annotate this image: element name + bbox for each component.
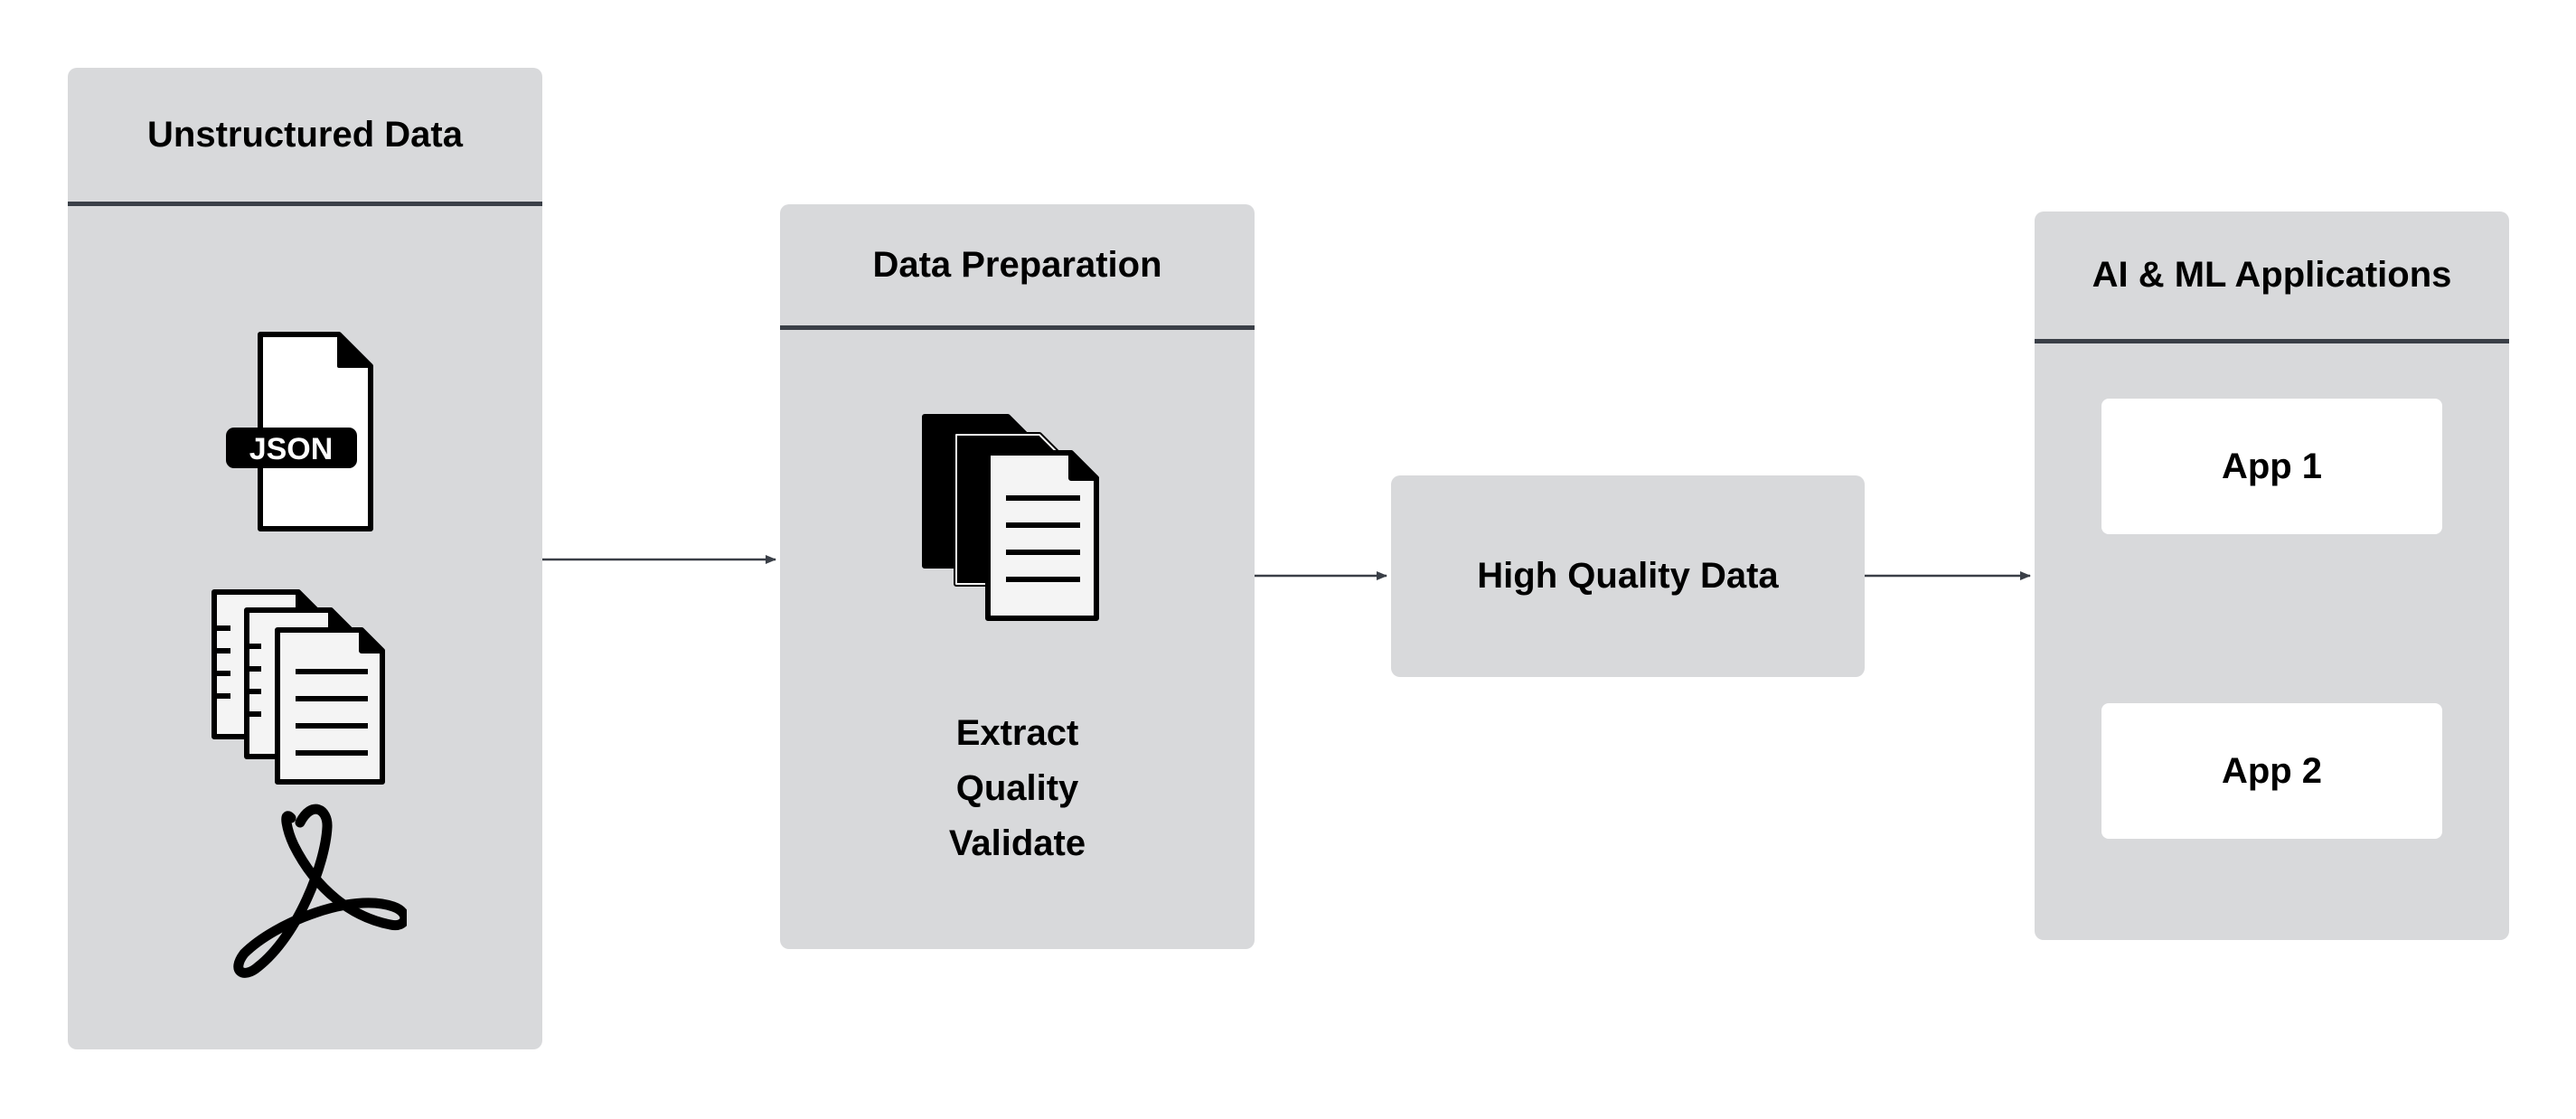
step-extract: Extract	[955, 713, 1079, 753]
app-2-card: App 2	[2101, 703, 2442, 839]
ai-ml-applications-panel: AI & ML Applications App 1 App 2	[2035, 212, 2509, 940]
high-quality-data-box: High Quality Data	[1391, 475, 1865, 677]
unstructured-data-panel: Unstructured Data JSON	[68, 68, 542, 1049]
documents-icon	[922, 414, 1099, 621]
documents-icon	[212, 589, 385, 785]
preparation-steps: Extract Quality Validate	[780, 706, 1255, 871]
app-1-card: App 1	[2101, 399, 2442, 534]
pdf-icon	[233, 804, 407, 978]
ai-ml-applications-title: AI & ML Applications	[2035, 212, 2509, 343]
unstructured-data-title: Unstructured Data	[68, 68, 542, 206]
step-quality: Quality	[955, 768, 1079, 808]
json-badge-text: JSON	[249, 432, 334, 466]
data-preparation-title: Data Preparation	[780, 204, 1255, 330]
json-file-icon: JSON	[226, 332, 373, 531]
step-validate: Validate	[948, 823, 1086, 863]
data-preparation-panel: Data Preparation Extract Quality Validat…	[780, 204, 1255, 949]
